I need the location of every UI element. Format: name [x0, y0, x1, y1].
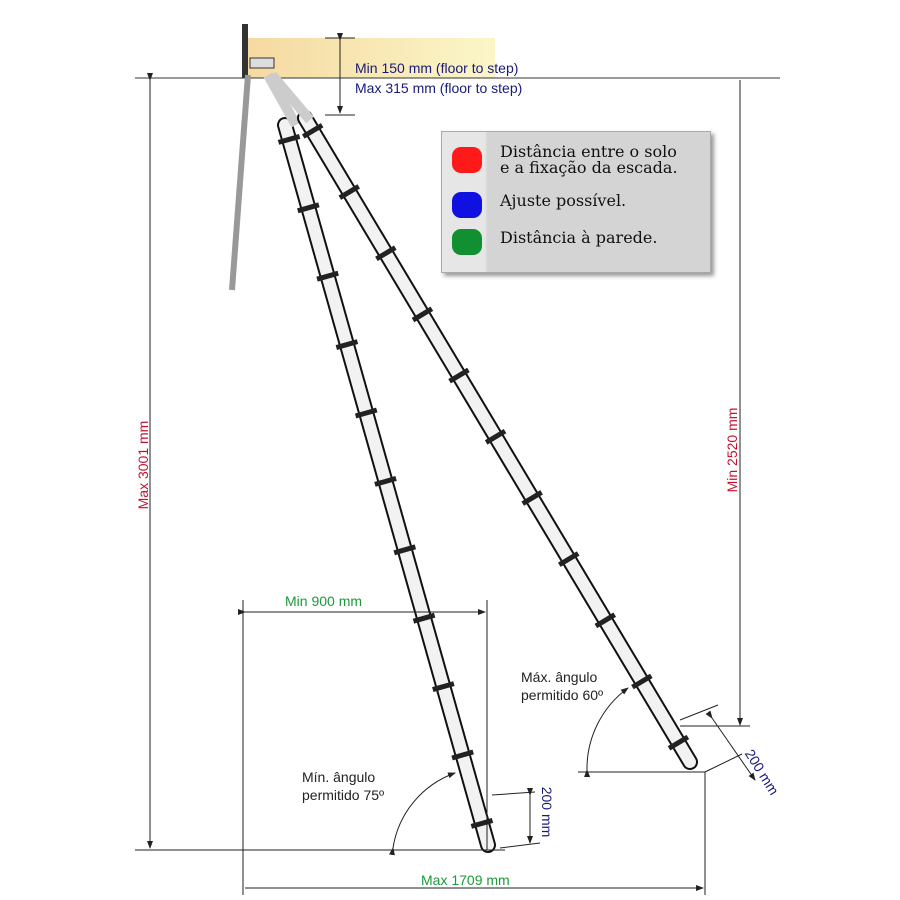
ladder-joint-band	[667, 734, 690, 751]
ladder-joint-band	[484, 428, 507, 445]
min-angle-line2: permitido 75º	[302, 787, 385, 803]
ladder-joint-band	[594, 612, 617, 629]
ladder-joint-band	[316, 270, 339, 282]
min-angle-line1: Mín. ângulo	[302, 769, 376, 785]
green-dot-icon	[452, 229, 482, 255]
max-angle-label: Máx. ângulo permitido 60º	[521, 668, 603, 704]
ladder-joint-band	[412, 612, 436, 624]
ladder-joint-band	[521, 490, 543, 506]
ladder-max-angle	[268, 71, 698, 770]
ladder-joint-band	[354, 407, 378, 419]
max-distance-label: Max 1709 mm	[421, 872, 510, 888]
max-height-label: Max 3001 mm	[135, 420, 151, 510]
min-distance-label: Min 900 mm	[285, 593, 363, 609]
ladder-joint-band	[374, 476, 397, 487]
blue-dot-icon	[452, 192, 482, 218]
legend-label: Distância à parede.	[500, 228, 658, 247]
ladder-joint-band	[631, 673, 653, 690]
ladder-joint-band	[558, 551, 580, 567]
legend-label: Distância entre o solo	[500, 142, 677, 161]
red-dot-icon	[452, 147, 482, 173]
max-angle-line1: Máx. ângulo	[521, 669, 598, 685]
ladder-joint-band	[338, 184, 360, 200]
legend-item-wall-distance: Distância à parede.	[452, 226, 657, 255]
min-floor-step-label: Min 150 mm (floor to step)	[355, 60, 519, 76]
ladder-joint-band	[448, 367, 470, 384]
ladder-joint-band	[277, 134, 301, 145]
ladder-joint-band	[432, 681, 455, 692]
ladder-joint-band	[375, 245, 397, 262]
legend-label: Ajuste possível.	[500, 191, 627, 210]
wall-bracket	[242, 24, 248, 78]
ladder-joint-band	[470, 818, 494, 829]
legend-label: e a fixação da escada.	[500, 158, 678, 177]
ceiling-opening	[242, 38, 495, 78]
ladder-joint-band	[393, 544, 417, 556]
ladder-joint-band	[297, 202, 320, 214]
min-angle-label: Mín. ângulo permitido 75º	[302, 768, 384, 804]
ladder-joint-band	[451, 749, 474, 761]
max-floor-step-label: Max 315 mm (floor to step)	[355, 80, 523, 96]
ladder-joint-band	[335, 339, 359, 350]
ladder-joint-band	[411, 306, 434, 323]
ladder-joint-band	[301, 123, 324, 139]
legend-item-adjust: Ajuste possível.	[452, 189, 626, 218]
folded-ladder	[229, 74, 251, 291]
min-height-label: Min 2520 mm	[724, 407, 740, 493]
max-angle-line2: permitido 60º	[521, 687, 604, 703]
adjust-left-label: 200 mm	[539, 786, 555, 838]
